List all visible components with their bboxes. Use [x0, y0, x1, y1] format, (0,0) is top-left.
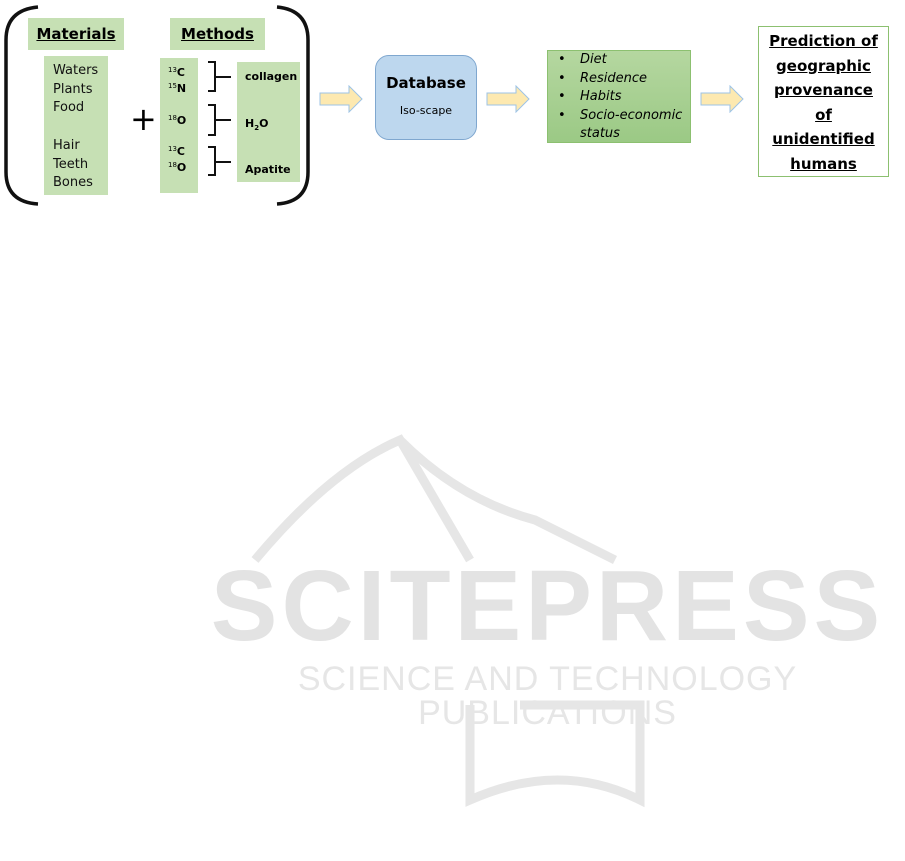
arrow-right-icon	[700, 85, 744, 113]
outcome-item: Diet	[558, 51, 690, 70]
outcome-item: Residence	[558, 70, 690, 89]
parentheses	[4, 5, 310, 206]
material-item: Hair	[53, 137, 80, 153]
watermark-subtitle: SCIENCE AND TECHNOLOGY PUBLICATIONS	[297, 660, 798, 732]
target-h2o: H2O	[245, 117, 269, 133]
database-box: Database Iso-scape	[375, 55, 477, 140]
outcome-item: Socio-economic status	[558, 107, 690, 144]
prediction-line: provenance	[774, 81, 873, 99]
materials-list: Waters Plants Food Hair Teeth Bones	[44, 56, 108, 195]
target-collagen: collagen	[245, 70, 298, 83]
isotope: 15N	[168, 82, 187, 95]
target-column: collagen H2O Apatite	[237, 62, 300, 182]
material-item: Bones	[53, 175, 93, 191]
prediction-line: unidentified	[772, 130, 875, 148]
material-item: Waters	[53, 63, 99, 78]
materials-header: Materials	[28, 18, 124, 50]
prediction-box: Prediction of geographic provenance of u…	[758, 26, 889, 177]
watermark-title: SCITEPRESS	[210, 550, 885, 662]
material-spacer	[53, 118, 108, 137]
prediction-line: geographic	[776, 56, 871, 75]
isotope: 18O	[168, 161, 187, 174]
target-apatite: Apatite	[245, 163, 291, 176]
outcome-item: Habits	[558, 88, 690, 107]
prediction-line: Prediction of	[769, 32, 878, 50]
database-title: Database	[386, 74, 466, 92]
methods-header: Methods	[170, 18, 265, 50]
isotope-column: 13C 15N 18O 13C 18O	[160, 58, 198, 193]
isotope: 13C	[168, 66, 185, 79]
prediction-line: humans	[790, 154, 857, 173]
plus-sign: +	[130, 100, 157, 138]
isotope: 13C	[168, 145, 185, 158]
database-subtitle: Iso-scape	[399, 104, 453, 117]
outcomes-box: Diet Residence Habits Socio-economic sta…	[547, 50, 691, 143]
arrow-right-icon	[319, 85, 363, 113]
material-item: Teeth	[53, 156, 89, 172]
material-item: Food	[53, 100, 85, 116]
material-item: Plants	[53, 81, 93, 97]
arrow-right-icon	[486, 85, 530, 113]
isotope: 18O	[168, 114, 187, 127]
prediction-line: of	[815, 105, 832, 124]
